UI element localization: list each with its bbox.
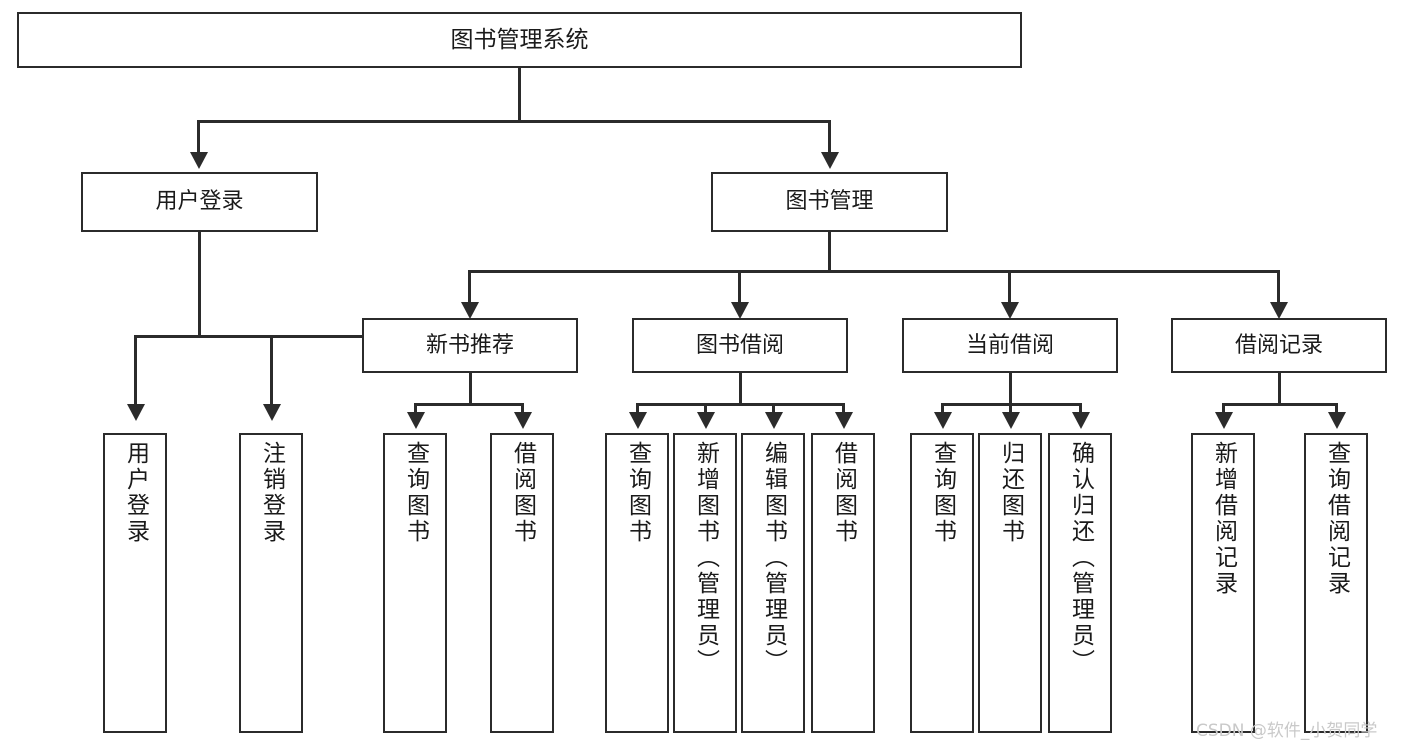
node-label: 图书管理 (785, 189, 874, 215)
leaf-query-book-borrow[interactable]: 查询图书 (605, 433, 669, 733)
node-label: 注销登录 (258, 441, 285, 545)
connector-br-stem (1278, 373, 1281, 403)
connector-root-drop-right (828, 120, 831, 153)
connector-br-drop-1 (1222, 403, 1225, 413)
node-label: 用户登录 (122, 441, 149, 545)
connector-nbr-stem (469, 373, 472, 403)
arrow-to-user-login (190, 152, 208, 169)
connector-root-drop-left (197, 120, 200, 153)
leaf-user-login[interactable]: 用户登录 (103, 433, 167, 733)
node-label: 查询图书 (402, 441, 429, 545)
node-label: 图书管理系统 (450, 26, 589, 53)
node-label: 新增借阅记录 (1210, 441, 1237, 597)
node-root-system[interactable]: 图书管理系统 (17, 12, 1022, 68)
node-book-management[interactable]: 图书管理 (711, 172, 948, 232)
connector-cb-drop-2 (1009, 403, 1012, 413)
leaf-confirm-return-admin[interactable]: 确认归还（管理员） (1048, 433, 1112, 733)
connector-bb-drop-1 (636, 403, 639, 413)
arrow-to-leaf-query-book-cb (934, 412, 952, 429)
leaf-query-book-recommend[interactable]: 查询图书 (383, 433, 447, 733)
arrow-to-leaf-query-record (1328, 412, 1346, 429)
node-label: 查询图书 (624, 441, 651, 545)
leaf-add-borrow-record[interactable]: 新增借阅记录 (1191, 433, 1255, 733)
node-label: 借阅图书 (830, 441, 857, 545)
leaf-query-book-current[interactable]: 查询图书 (910, 433, 974, 733)
arrow-to-leaf-logout (263, 404, 281, 421)
connector-book-management-bus (468, 270, 1280, 273)
connector-cb-drop-1 (941, 403, 944, 413)
connector-root-bus (197, 120, 831, 123)
node-label: 归还图书 (997, 441, 1024, 545)
arrow-to-leaf-query-book-nbr (407, 412, 425, 429)
arrow-to-leaf-borrow-book-bb (835, 412, 853, 429)
arrow-to-borrow-record (1270, 302, 1288, 319)
leaf-borrow-book-recommend[interactable]: 借阅图书 (490, 433, 554, 733)
node-current-borrow[interactable]: 当前借阅 (902, 318, 1118, 373)
node-label: 查询借阅记录 (1323, 441, 1350, 597)
node-label: 图书借阅 (695, 332, 784, 358)
arrow-to-leaf-query-book-bb (629, 412, 647, 429)
node-label: 确认归还（管理员） (1067, 441, 1094, 675)
arrow-to-leaf-confirm-return (1072, 412, 1090, 429)
connector-bm-drop-3 (1008, 270, 1011, 303)
node-label: 新增图书（管理员） (692, 441, 719, 675)
leaf-add-book-admin[interactable]: 新增图书（管理员） (673, 433, 737, 733)
arrow-to-leaf-add-book (697, 412, 715, 429)
node-label: 当前借阅 (965, 332, 1054, 358)
node-label: 用户登录 (155, 189, 244, 215)
arrow-to-book-management (821, 152, 839, 169)
arrow-to-new-book-recommend (461, 302, 479, 319)
connector-bb-stem (739, 373, 742, 403)
node-label: 查询图书 (929, 441, 956, 545)
connector-book-management-stem (828, 232, 831, 270)
arrow-to-book-borrow (731, 302, 749, 319)
connector-bm-drop-2 (738, 270, 741, 303)
arrow-to-leaf-borrow-book-nbr (514, 412, 532, 429)
node-label: 借阅图书 (509, 441, 536, 545)
connector-root-stem (518, 68, 521, 120)
connector-bb-drop-4 (842, 403, 845, 413)
arrow-to-leaf-add-record (1215, 412, 1233, 429)
node-label: 编辑图书（管理员） (760, 441, 787, 675)
connector-user-login-drop-1 (134, 335, 137, 405)
arrow-to-leaf-return-book (1002, 412, 1020, 429)
connector-cb-drop-3 (1079, 403, 1082, 413)
connector-user-login-stem (198, 232, 201, 335)
connector-br-drop-2 (1335, 403, 1338, 413)
arrow-to-current-borrow (1001, 302, 1019, 319)
connector-user-login-bus (134, 335, 398, 338)
leaf-query-borrow-record[interactable]: 查询借阅记录 (1304, 433, 1368, 733)
connector-cb-stem (1009, 373, 1012, 403)
connector-bm-drop-1 (468, 270, 471, 303)
node-user-login[interactable]: 用户登录 (81, 172, 318, 232)
connector-nbr-bus (414, 403, 524, 406)
connector-bb-drop-2 (704, 403, 707, 413)
connector-user-login-drop-2 (270, 335, 273, 405)
arrow-to-leaf-user-login (127, 404, 145, 421)
node-label: 借阅记录 (1234, 332, 1323, 358)
arrow-to-leaf-edit-book (765, 412, 783, 429)
node-book-borrow[interactable]: 图书借阅 (632, 318, 848, 373)
node-borrow-record[interactable]: 借阅记录 (1171, 318, 1387, 373)
connector-nbr-drop-1 (414, 403, 417, 413)
connector-bb-bus (636, 403, 845, 406)
csdn-watermark: CSDN @软件_小贺同学 (1196, 721, 1378, 741)
connector-nbr-drop-2 (521, 403, 524, 413)
connector-br-bus (1222, 403, 1338, 406)
leaf-return-book[interactable]: 归还图书 (978, 433, 1042, 733)
node-label: 新书推荐 (425, 332, 514, 358)
leaf-logout[interactable]: 注销登录 (239, 433, 303, 733)
connector-bm-drop-4 (1277, 270, 1280, 303)
node-new-book-recommend[interactable]: 新书推荐 (362, 318, 578, 373)
leaf-borrow-book[interactable]: 借阅图书 (811, 433, 875, 733)
connector-bb-drop-3 (772, 403, 775, 413)
leaf-edit-book-admin[interactable]: 编辑图书（管理员） (741, 433, 805, 733)
